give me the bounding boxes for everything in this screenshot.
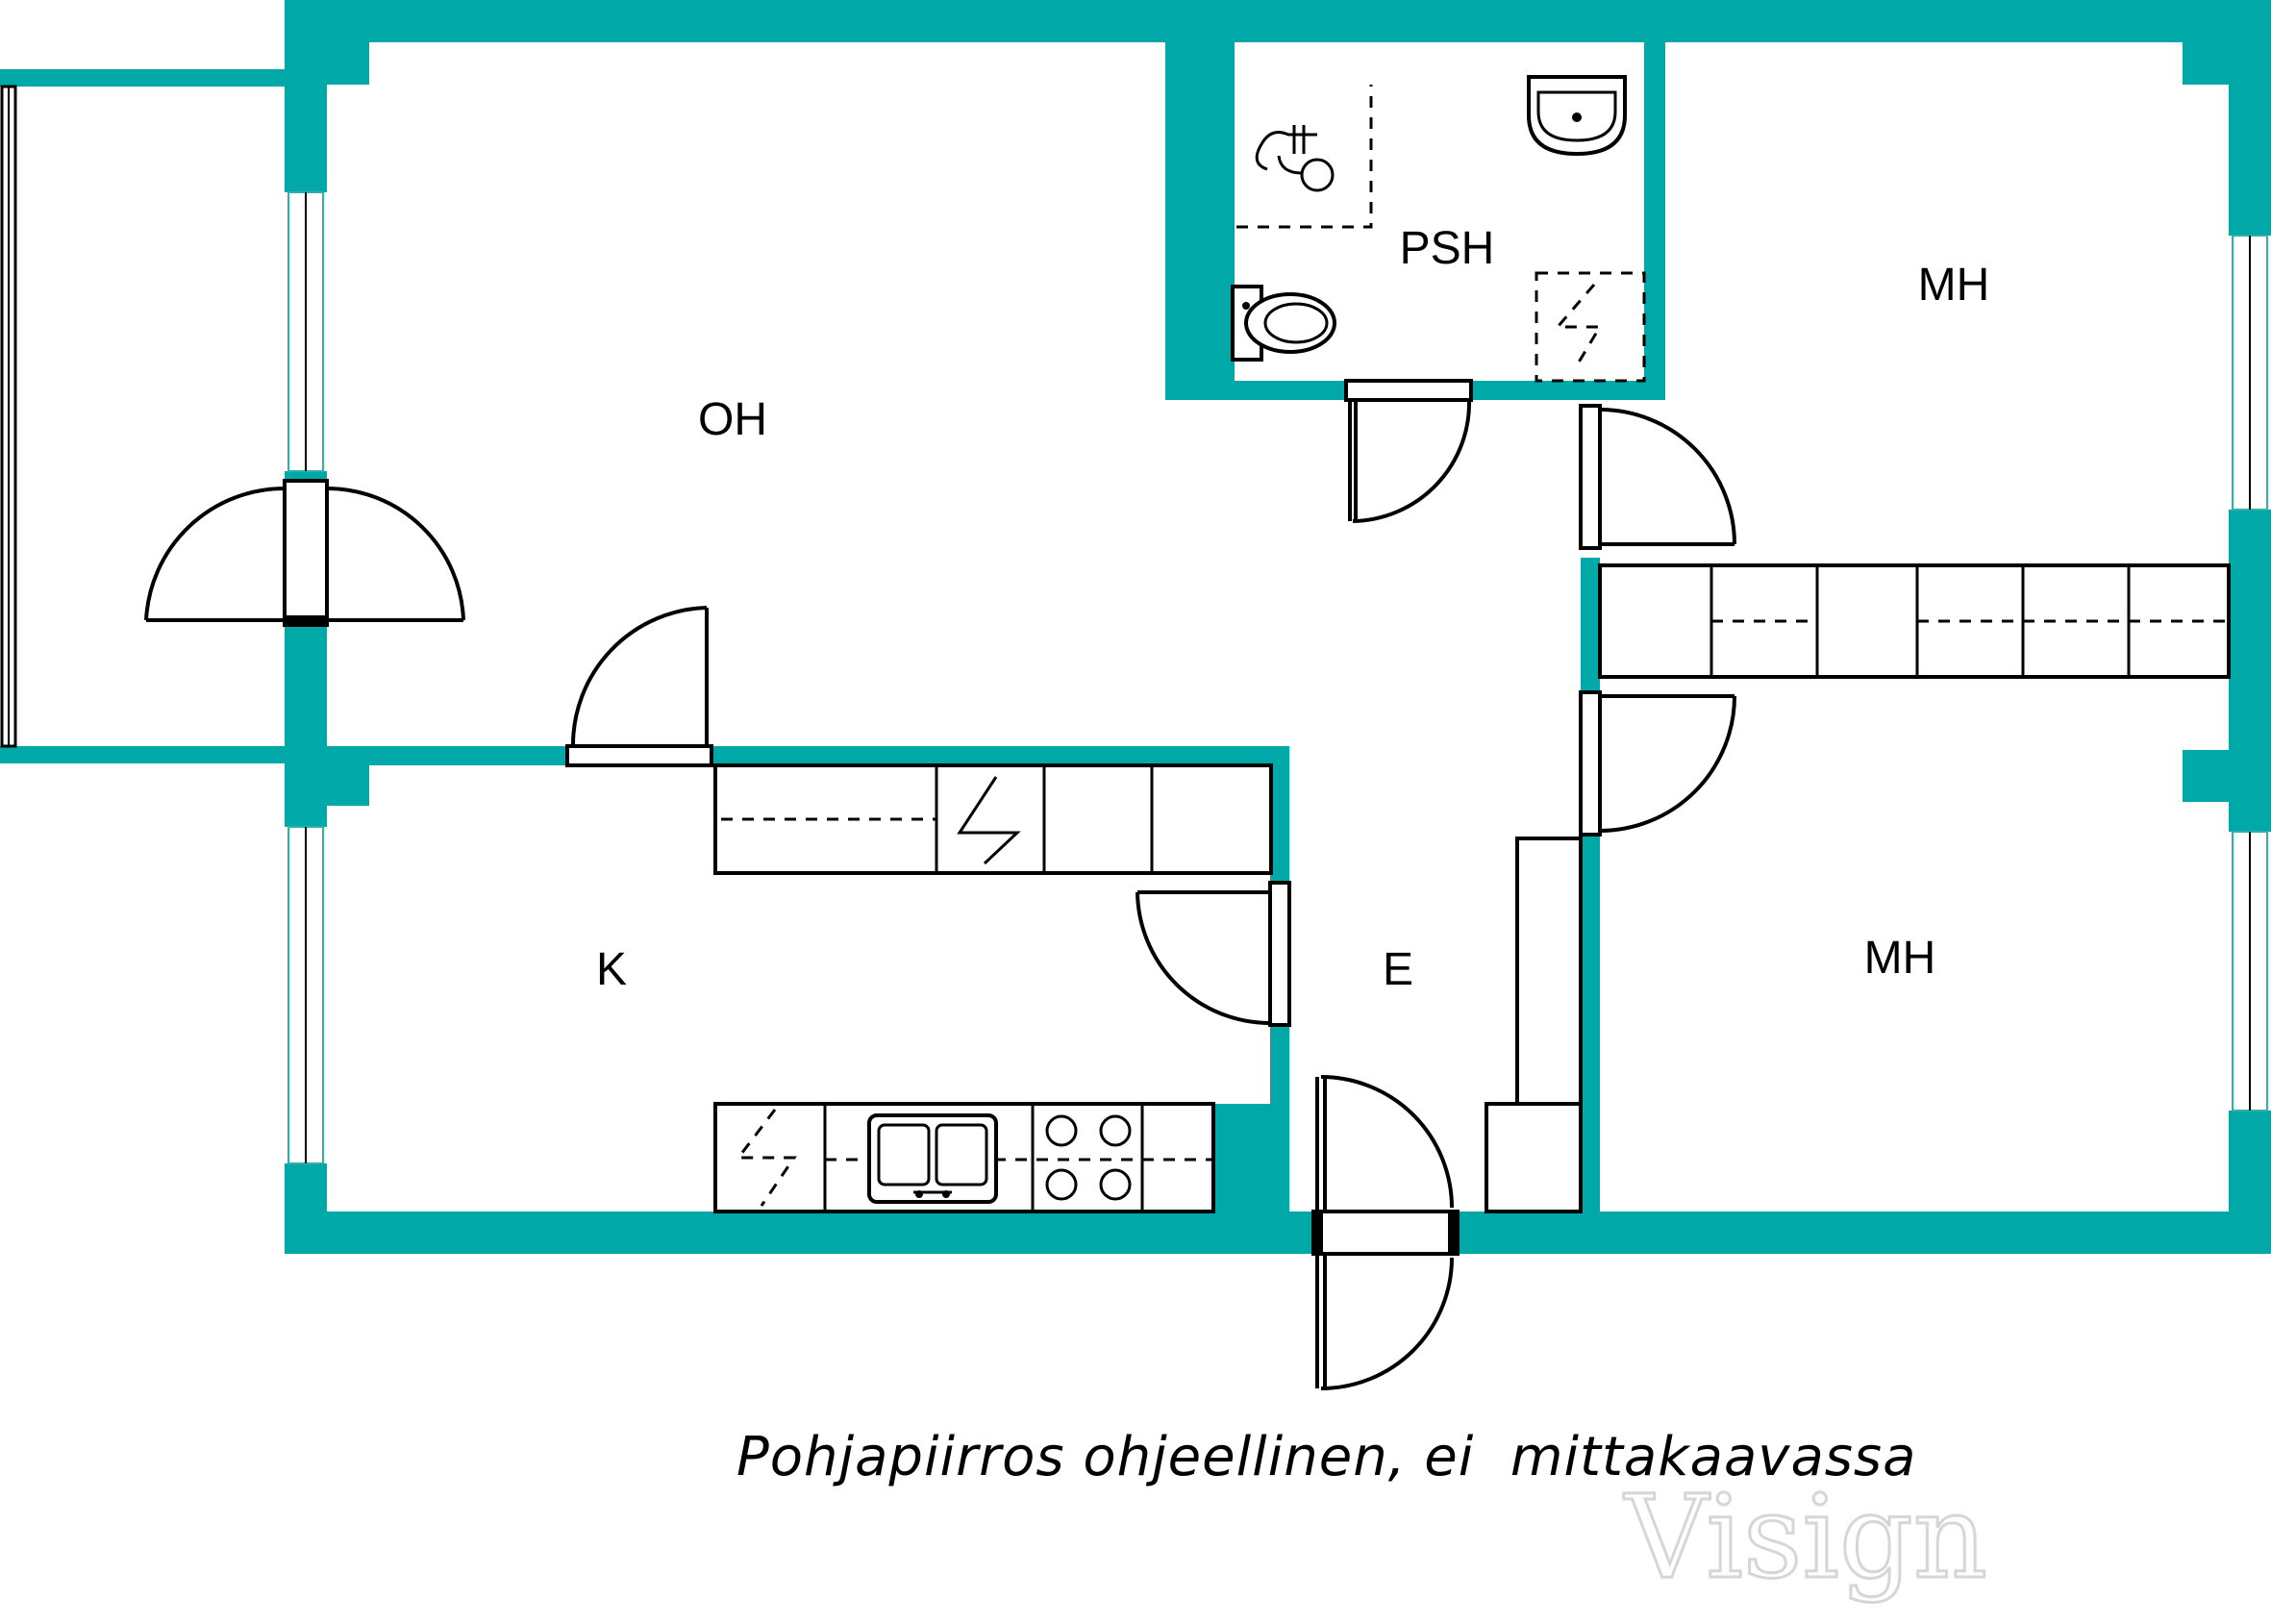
door-swing-icon [1320,1075,1454,1209]
bedroom-upper-door[interactable] [1579,404,1736,550]
wall-left-top [285,0,327,192]
wall-oh-k [285,746,1289,765]
kitchen-lower-counter [713,1102,1215,1213]
watermark-logo: Visign [1623,1471,1987,1605]
room-label-psh: PSH [1400,223,1495,274]
door-swing-icon [144,486,286,621]
room-label-e: E [1383,944,1413,995]
room-label-oh: OH [698,394,767,445]
wall-psh-right [1644,42,1665,400]
washbasin-icon [1527,75,1627,157]
wardrobe-hall [1485,837,1583,1213]
door-swing-icon [1599,695,1736,833]
wall-bottom-right [1458,1212,2271,1254]
washing-machine-icon [1535,271,1646,383]
wall-top [285,0,2271,42]
pilaster [2183,42,2229,85]
wall-right-mid [2229,510,2271,832]
door-frame [283,479,329,627]
dishwasher-icon [735,1109,797,1207]
wall-bottom-left [285,1212,1313,1254]
fridge-icon [957,776,1021,865]
pilaster [327,42,369,85]
door-swing-icon [570,606,708,747]
wall-kitchen-block [1213,1104,1289,1213]
toilet-icon [1231,285,1336,362]
room-label-k: K [596,944,627,995]
pilaster [2183,750,2229,802]
bathroom-fixtures [1231,75,1646,383]
room-labels: OH PSH MH K E MH [596,223,1989,995]
room-label-mh-lower: MH [1864,933,1936,984]
door-swing-icon [1599,408,1736,545]
stove-icon [1045,1114,1132,1201]
wall-psh-left [1165,42,1235,400]
bathroom-door[interactable] [1344,379,1473,523]
doors [144,379,1736,1390]
balcony-bottom-rail [0,746,288,763]
balcony-top-rail [0,69,288,87]
door-swing-icon [326,487,465,621]
kitchen-hall-door[interactable] [1136,881,1291,1027]
balcony-door[interactable] [144,479,465,627]
entrance-door[interactable] [1311,1075,1460,1390]
wall-right-top [2229,0,2271,236]
room-label-mh-upper: MH [1918,260,1990,311]
bedroom-lower-door[interactable] [1579,690,1736,837]
wall-e-mh [1581,558,1600,1217]
plan-caption: Pohjapiirros ohjeellinen, ei mittakaavas… [736,1426,1916,1488]
wardrobe-mh [1598,563,2231,679]
shower-icon [1236,85,1373,229]
door-swing-icon [1136,891,1271,1025]
kitchen-door[interactable] [565,606,713,767]
kitchen-upper-counter [713,763,1273,875]
door-swing-icon [1320,1257,1454,1390]
door-swing-icon [1352,399,1472,523]
windows [0,85,2268,1164]
sink-icon [867,1113,998,1204]
pilaster [327,763,369,806]
